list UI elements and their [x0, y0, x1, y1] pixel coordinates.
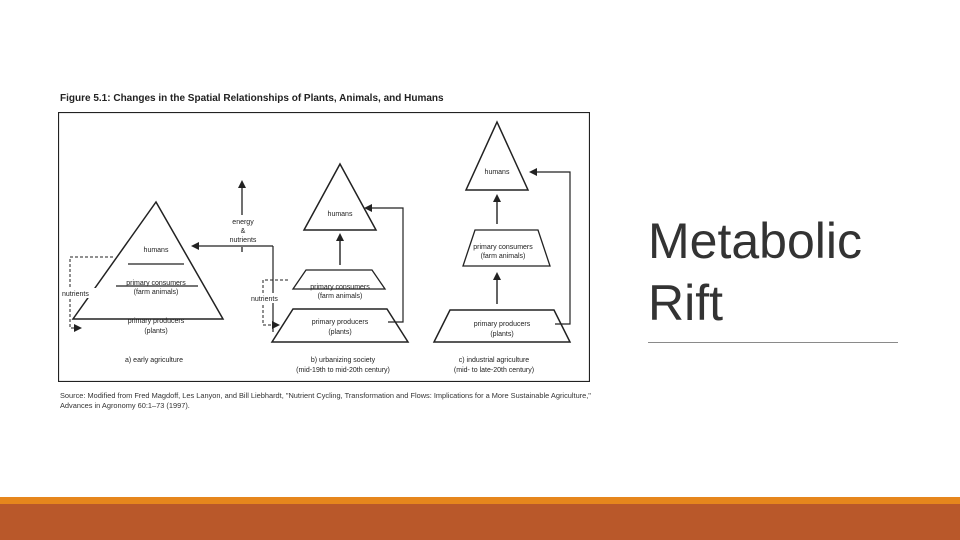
label-producers-a: primary producers: [128, 318, 185, 325]
slide-title: Metabolic Rift: [648, 210, 918, 334]
label-plants-b: (plants): [328, 329, 351, 336]
label-nutrients-a: nutrients: [62, 291, 89, 298]
panel-industrial-agriculture: humans primary consumers (farm animals) …: [432, 120, 572, 374]
label-farm-animals-c: (farm animals): [481, 253, 526, 260]
caption-panel-b: b) urbanizing society: [311, 357, 376, 364]
label-plants-c: (plants): [490, 331, 513, 338]
label-nutrients-b: nutrients: [251, 296, 278, 303]
figure-diagram: humans primary consumers (farm animals) …: [57, 111, 591, 383]
slide-title-line-1: Metabolic: [648, 213, 862, 269]
pyramid-early: [71, 200, 225, 320]
label-consumers-b: primary consumers: [310, 284, 370, 291]
arrow-producers-to-humans-c: [529, 168, 571, 325]
triangle-humans-c: [464, 120, 530, 191]
caption-panel-c: c) industrial agriculture: [459, 357, 530, 364]
food-chain-diagram: humans primary consumers (farm animals) …: [57, 111, 591, 383]
footer-band: [0, 504, 960, 540]
figure-frame: [57, 111, 591, 383]
footer-accent-bar: [0, 497, 960, 504]
label-ampersand: &: [241, 228, 246, 235]
label-producers-c: primary producers: [474, 321, 531, 328]
triangle-humans-b: [302, 162, 378, 231]
panel-urbanizing-society: humans primary consumers (farm animals) …: [250, 162, 410, 374]
trapezoid-producers-c: [432, 309, 572, 343]
figure-title: Figure 5.1: Changes in the Spatial Relat…: [60, 93, 444, 104]
label-consumers-c: primary consumers: [473, 244, 533, 251]
trapezoid-consumers-c: [462, 229, 551, 267]
subcaption-panel-c: (mid- to late-20th century): [454, 367, 534, 374]
label-farm-animals-b: (farm animals): [318, 293, 363, 300]
label-farm-animals-a: (farm animals): [134, 289, 179, 296]
energy-nutrients-indicator: energy & nutrients: [191, 180, 274, 332]
label-consumers-a: primary consumers: [126, 280, 186, 287]
panel-early-agriculture: humans primary consumers (farm animals) …: [61, 200, 225, 364]
label-humans-c: humans: [485, 169, 510, 176]
trapezoid-consumers-b: [291, 269, 387, 290]
label-energy: energy: [232, 219, 254, 226]
subcaption-panel-b: (mid-19th to mid-20th century): [296, 367, 390, 374]
title-underline: [648, 342, 898, 343]
slide-title-line-2: Rift: [648, 275, 723, 331]
figure-source: Source: Modified from Fred Magdoff, Les …: [60, 391, 591, 410]
label-energy-nutrients: nutrients: [230, 237, 257, 244]
label-plants-a: (plants): [144, 328, 167, 335]
label-producers-b: primary producers: [312, 319, 369, 326]
label-humans-b: humans: [328, 211, 353, 218]
label-humans-a: humans: [144, 247, 169, 254]
caption-panel-a: a) early agriculture: [125, 357, 183, 364]
nutrient-loop-arrow-a: [69, 256, 113, 332]
arrow-producers-to-humans-b: [364, 204, 404, 323]
trapezoid-producers-b: [270, 308, 410, 343]
